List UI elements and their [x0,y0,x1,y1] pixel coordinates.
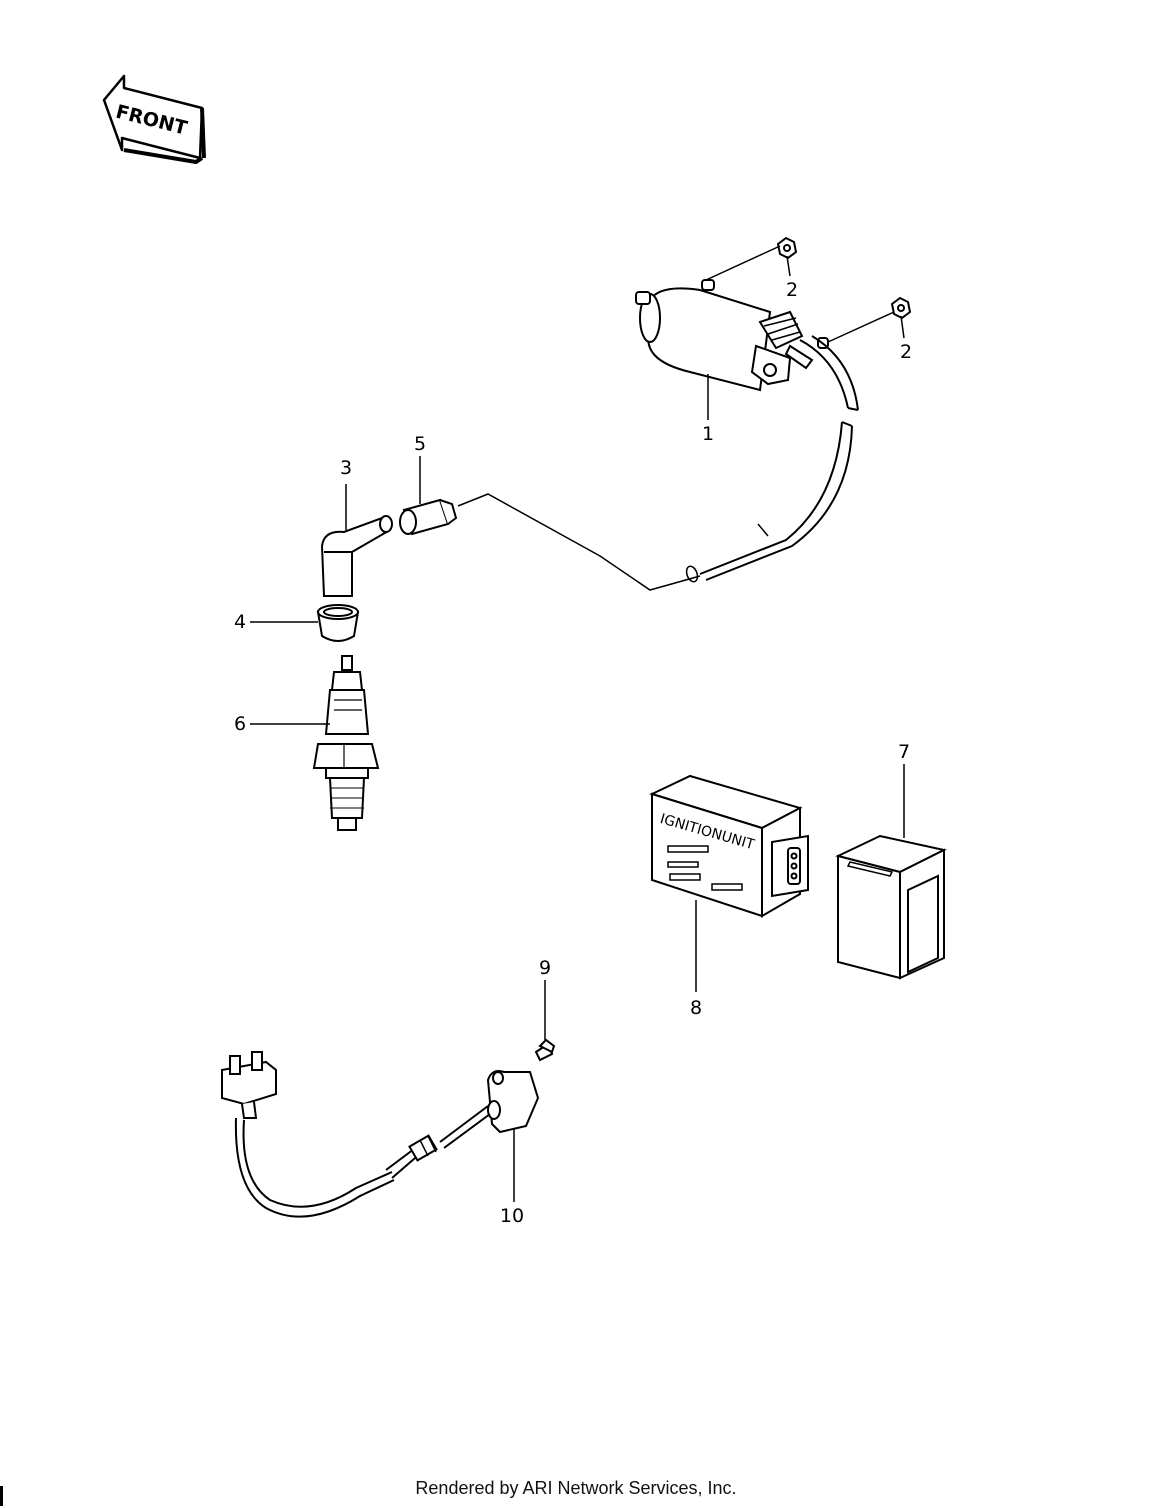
ignition-unit: IGNITIONUNIT [649,774,809,918]
pickup-coil [486,1070,540,1134]
pickup-harness [234,1105,491,1218]
unit-holder [835,834,947,980]
footer-credit: Rendered by ARI Network Services, Inc. [415,1478,737,1498]
cap-seal [316,604,360,642]
callout-7: 7 [898,741,910,763]
plug-cap [320,515,393,597]
plug-lead [457,493,701,591]
harness-connector [221,1051,277,1119]
spark-plug [312,655,380,831]
callout-3: 3 [340,457,352,479]
callout-9: 9 [539,957,551,979]
coil-lead [685,335,859,583]
suppressor-cap [399,498,458,536]
callout-5: 5 [414,433,426,455]
page-edge-mark [0,1486,3,1506]
callout-2b: 2 [900,341,912,363]
callout-1: 1 [702,423,714,445]
nut-upper [776,236,798,260]
callout-10: 10 [500,1205,524,1227]
callout-2a: 2 [786,279,798,301]
callout-8: 8 [690,997,702,1019]
screw [534,1038,556,1062]
ignition-coil [635,279,829,392]
front-arrow-icon: FRONT [102,74,206,165]
callout-6: 6 [234,713,246,735]
leader-lines [250,245,905,1202]
nut-right [890,296,912,320]
callout-4: 4 [234,611,246,633]
